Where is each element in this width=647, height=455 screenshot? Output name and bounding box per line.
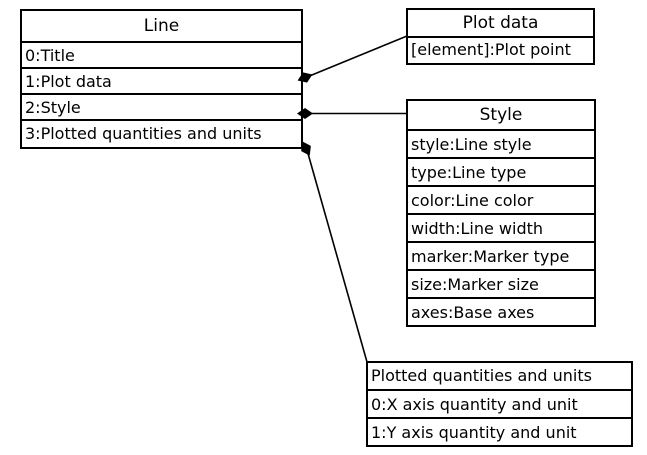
class-title-line: Line [22, 11, 301, 43]
composition-diamond-style [297, 108, 313, 119]
attribute-row-plotted-quantities-0: 0:X axis quantity and unit [368, 391, 631, 419]
attribute-row-line-3: 3:Plotted quantities and units [25, 124, 262, 143]
attribute-row-style-0: style:Line style [408, 131, 594, 159]
attribute-row-style-2: color:Line color [408, 187, 594, 215]
class-box-style[interactable]: Style style:Line style type:Line type co… [406, 99, 596, 327]
class-title-plotted-quantities: Plotted quantities and units [368, 363, 631, 391]
class-box-line[interactable]: Line 0:Title 1:Plot data 2:Style 3:Plott… [20, 9, 303, 149]
attribute-row-line-2: 2:Style [22, 95, 301, 121]
attribute-row-plotted-quantities-1: 1:Y axis quantity and unit [371, 423, 577, 442]
attribute-row-style-3: width:Line width [408, 215, 594, 243]
attribute-row-style-1: type:Line type [408, 159, 594, 187]
class-title-plot-data: Plot data [408, 10, 593, 38]
attribute-row-plot-data-0: [element]:Plot point [411, 40, 571, 59]
attribute-row-style-5: size:Marker size [408, 271, 594, 299]
connector-line-to-plot-data [306, 35, 408, 78]
class-box-plotted-quantities[interactable]: Plotted quantities and units 0:X axis qu… [366, 361, 633, 447]
attribute-row-style-6: axes:Base axes [411, 303, 535, 322]
attribute-row-style-4: marker:Marker type [408, 243, 594, 271]
class-title-style: Style [408, 101, 594, 131]
connector-line-to-plotted-quantities [306, 149, 368, 363]
class-box-plot-data[interactable]: Plot data [element]:Plot point [406, 8, 595, 65]
attribute-row-line-1: 1:Plot data [22, 69, 301, 95]
attribute-row-line-0: 0:Title [22, 43, 301, 69]
